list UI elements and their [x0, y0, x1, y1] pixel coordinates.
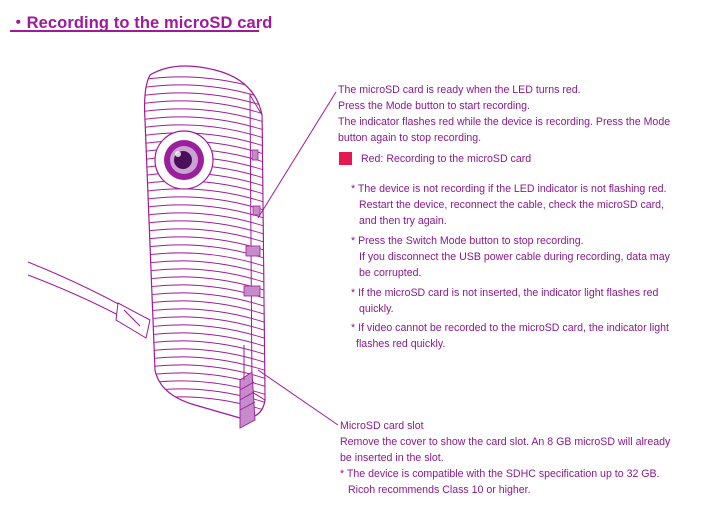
note-4: * If video cannot be recorded to the mic… — [351, 322, 669, 350]
usb-cable — [27, 261, 151, 339]
led-red-swatch — [339, 152, 352, 165]
lens — [154, 130, 214, 190]
legend-label: Red: Recording to the microSD card — [361, 153, 532, 165]
title-underline — [10, 30, 259, 32]
note-2: * Press the Switch Mode button to stop r… — [351, 235, 670, 279]
leader-line-slot — [257, 369, 339, 426]
note-3: * If the microSD card is not inserted, t… — [351, 287, 659, 315]
slot-description: MicroSD card slot Remove the cover to sh… — [340, 420, 671, 496]
intro-text: The microSD card is ready when the LED t… — [338, 84, 671, 144]
page-title: ・Recording to the microSD card — [10, 14, 273, 32]
note-1: * The device is not recording if the LED… — [351, 183, 667, 227]
microsd-slot-cover — [239, 371, 256, 429]
leader-line-led — [257, 91, 337, 219]
